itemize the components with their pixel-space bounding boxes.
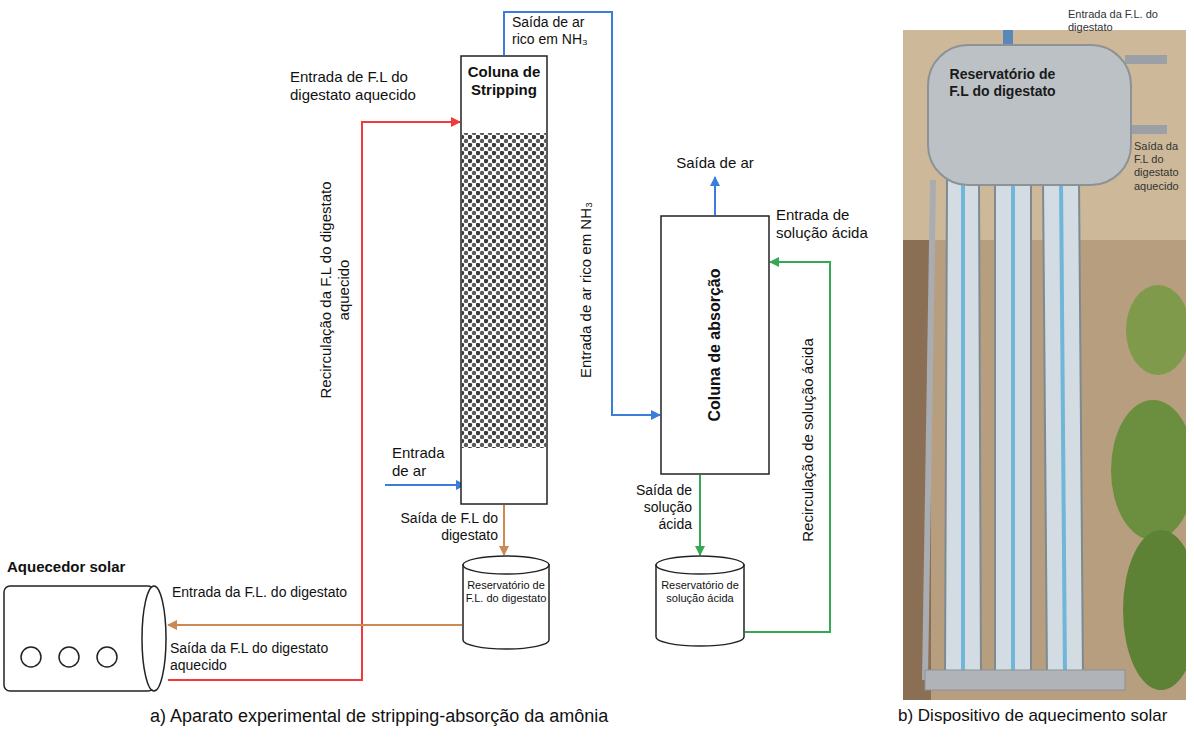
edge-label: Saída de F.L do digestato — [392, 510, 498, 544]
photo-label: Entrada da F.L. do digestato — [1068, 8, 1180, 34]
node-outline — [460, 55, 548, 505]
plant — [1126, 285, 1186, 375]
heater-end — [142, 586, 166, 691]
cylinder-body — [463, 565, 549, 649]
flow-connector — [699, 475, 701, 555]
tube-core — [1061, 180, 1065, 676]
cylinder-body — [656, 565, 744, 646]
node-title: Reservatório de solução ácida — [655, 555, 745, 604]
photo-label: Saída da F.L do digestato aquecido — [1134, 140, 1190, 193]
heater-port — [59, 647, 79, 667]
edge-label: Entrada da F.L. do digestato — [172, 584, 357, 601]
photo-label: Reservatório de F.L do digestato — [940, 66, 1065, 100]
tube-core — [961, 180, 965, 676]
node-title: Coluna de absorção — [706, 269, 724, 422]
cylinder-top — [463, 556, 549, 574]
edge-label: Saída de solução ácida — [612, 482, 692, 532]
edge-label: Recirculação de solução ácida — [799, 280, 817, 600]
inlet-pipe — [1125, 55, 1167, 64]
plant — [1111, 400, 1186, 540]
flow-connector — [503, 505, 505, 555]
flow-label: Entrada de F.L do digestato aquecido — [290, 68, 455, 104]
column-outline — [461, 56, 547, 504]
edge-label: Recirculação da F.L do digestato aquecid… — [317, 180, 353, 400]
column-outline — [661, 216, 769, 474]
reservoir-cylinder: Reservatório de F.L. do digestato — [462, 555, 550, 650]
air-outlet-arrow — [714, 177, 716, 215]
flow-label: Entrada de ar — [392, 444, 462, 480]
node-outline — [3, 556, 168, 693]
frame-base — [925, 670, 1125, 690]
node-title: Reservatório de F.L. do digestato — [462, 555, 550, 604]
node-title: Aquecedor solar — [3, 556, 168, 575]
heater-port — [97, 647, 117, 667]
heater-port — [21, 647, 41, 667]
reservoir-cylinder: Reservatório de solução ácida — [655, 555, 745, 647]
flow-label: Entrada de solução ácida — [776, 206, 900, 242]
frame-rail — [925, 180, 933, 680]
packing-bed — [462, 133, 546, 448]
absorption-column: Coluna de absorção — [660, 215, 770, 475]
solar-heater: Aquecedor solar — [3, 556, 168, 693]
air-inlet-arrow — [385, 484, 465, 486]
vacuum-tube — [945, 180, 981, 678]
vacuum-tube — [995, 180, 1031, 678]
figure-caption: b) Dispositivo de aquecimento solar — [898, 706, 1190, 726]
figure-caption: a) Aparato experimental de stripping-abs… — [150, 706, 730, 728]
vacuum-tube — [1043, 180, 1083, 678]
stripping-column: Coluna de Stripping — [460, 55, 548, 505]
cylinder-top — [656, 556, 744, 574]
tube-core — [1011, 180, 1015, 676]
flow-connector — [168, 122, 460, 680]
flow-connector — [168, 624, 462, 626]
flow-label: Saída da F.L do digestato aquecido — [170, 640, 355, 674]
heater-body — [4, 586, 154, 691]
flow-label: Saída de ar rico em NH₃ — [512, 14, 604, 48]
edge-label: Entrada de ar rico em NH₃ — [577, 190, 595, 390]
plant — [1123, 530, 1186, 690]
node-title: Coluna de Stripping — [460, 55, 548, 99]
flow-label: Saída de ar — [655, 154, 775, 172]
solar-heater-photo — [903, 30, 1186, 700]
reservoir-tank — [928, 45, 1131, 185]
